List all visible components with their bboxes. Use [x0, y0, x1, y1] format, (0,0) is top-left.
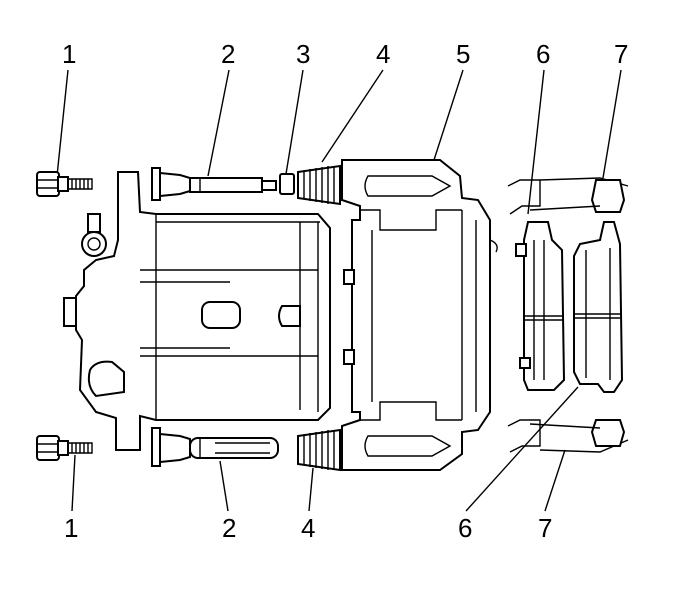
callout-bottom-2: 2: [222, 513, 236, 543]
abutment-clip-upper: [507, 177, 629, 215]
guide-pin-lower: [151, 427, 279, 467]
pin-bushing: [279, 173, 295, 195]
callout-bottom-1: 1: [64, 513, 78, 543]
caliper-bracket: [341, 159, 498, 471]
pin-boot-upper: [297, 164, 341, 206]
callout-bottom-6: 6: [458, 513, 472, 543]
callout-top-5: 5: [456, 39, 470, 69]
callout-top-2: 2: [221, 39, 235, 69]
callout-top-3: 3: [296, 39, 310, 69]
callout-top-4: 4: [376, 39, 390, 69]
callout-top-1: 1: [62, 39, 76, 69]
caliper-bolt-lower: [36, 435, 93, 461]
caliper-housing: [63, 171, 331, 451]
caliper-bolt-upper: [36, 171, 93, 197]
callout-top-7: 7: [614, 39, 628, 69]
brake-pad-outer: [573, 221, 624, 393]
brake-pad-inner: [515, 221, 566, 391]
pin-boot-lower: [297, 428, 341, 472]
callout-top-6: 6: [536, 39, 550, 69]
callout-bottom-4: 4: [301, 513, 315, 543]
abutment-clip-lower: [507, 419, 629, 453]
leader-lines: [56, 69, 622, 512]
callout-bottom-7: 7: [538, 513, 552, 543]
guide-pin-upper: [151, 167, 277, 201]
